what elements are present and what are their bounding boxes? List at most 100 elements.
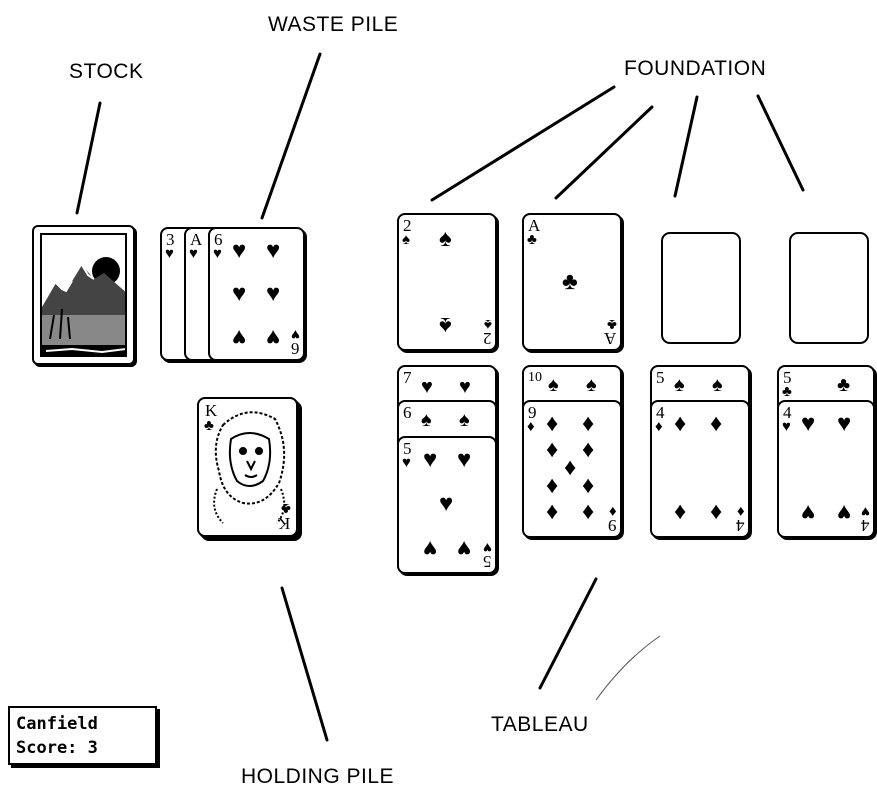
heart-icon: ♥ [213,245,222,262]
lion-icon [213,411,286,524]
diamond-icon: ♦ [674,410,687,437]
foundation-slot-1[interactable]: 2 ♠ ♠ ♠ 2 ♠ [397,213,497,351]
diamond-icon: ♦ [582,410,595,437]
foundation-slot-2[interactable]: A ♣ ♣ A ♣ [522,213,622,351]
diamond-icon: ♦ [582,472,595,499]
tableau-3-card-2[interactable]: 4 ♦ ♦ ♦ ♦ ♦ 4 ♦ [650,400,750,538]
heart-icon: ♥ [801,410,816,437]
heart-icon: ♥ [232,324,247,351]
foundation-label: FOUNDATION [624,57,767,80]
waste-top-card[interactable]: 6 ♥ ♥ ♥ ♥ ♥ ♥ ♥ 6 ♥ [208,227,305,361]
foundation-slot-3[interactable] [661,232,741,344]
holding-pile[interactable]: K ♣ K ♣ [197,397,298,537]
heart-icon: ♥ [423,535,438,562]
spade-icon: ♠ [484,316,492,333]
heart-icon: ♥ [165,245,174,262]
diamond-icon: ♦ [546,436,559,463]
tableau-2-card-2-rank: 9 [528,403,537,422]
heart-icon: ♥ [457,535,472,562]
mountain-landscape-icon [42,257,125,355]
diamond-icon: ♦ [527,418,535,435]
holding-leader-line [280,586,329,742]
waste-leader-line [260,52,322,220]
foundation-leader-line-2 [554,105,654,200]
club-icon: ♣ [281,500,291,517]
spade-icon: ♠ [674,374,685,396]
tableau-label: TABLEAU [491,713,589,736]
spade-icon: ♠ [712,374,723,396]
stock-leader-line [75,101,102,215]
club-icon: ♣ [782,383,792,400]
diamond-icon: ♦ [737,503,745,520]
club-icon: ♣ [204,417,214,434]
foundation-leader-line-4 [756,94,805,192]
spade-icon: ♠ [548,374,559,396]
heart-icon: ♥ [782,418,791,435]
diamond-icon: ♦ [582,436,595,463]
waste-top-rank: 6 [214,230,223,249]
heart-icon: ♥ [266,280,281,307]
foundation-leader-line-3 [673,95,699,198]
tableau-4-card-2-rank: 4 [783,403,792,422]
tableau-3-card-1-rank: 5 [656,368,665,387]
heart-icon: ♥ [189,245,198,262]
stock-label: STOCK [69,60,144,83]
foundation-leader-line-1 [430,85,616,202]
diamond-icon: ♦ [609,503,617,520]
heart-icon: ♥ [483,539,492,556]
diamond-icon: ♦ [674,498,687,525]
club-icon: ♣ [607,316,617,333]
tableau-2-card-1-rank: 10 [528,370,542,385]
heart-icon: ♥ [232,237,247,264]
heart-icon: ♥ [837,499,852,526]
tableau-4-card-2[interactable]: 4 ♥ ♥ ♥ ♥ ♥ 4 ♥ [777,400,875,538]
diamond-icon: ♦ [546,410,559,437]
tableau-1-card-1-rank: 7 [403,368,412,387]
tableau-1-card-3[interactable]: 5 ♥ ♥ ♥ ♥ ♥ ♥ 5 ♥ [397,436,497,574]
heart-icon: ♥ [266,324,281,351]
game-title: Canfield [16,714,98,734]
stock-pile[interactable] [32,225,135,365]
spade-icon: ♠ [459,409,470,431]
heart-icon: ♥ [861,503,870,520]
spade-icon: ♠ [421,409,432,431]
club-icon: ♣ [527,231,537,248]
heart-icon: ♥ [402,454,411,471]
spade-icon: ♠ [439,312,452,339]
diamond-icon: ♦ [546,472,559,499]
tableau-3-card-2-rank: 4 [656,403,665,422]
heart-icon: ♥ [801,499,816,526]
tableau-2-card-2[interactable]: 9 ♦ ♦ ♦ ♦ ♦ ♦ ♦ ♦ ♦ ♦ 9 ♦ [522,400,622,538]
tableau-leader-line [538,577,598,690]
score-readout: Score: 3 [16,738,98,758]
club-icon: ♣ [562,268,578,295]
foundation-2-rank: A [528,216,541,235]
heart-icon: ♥ [421,376,433,398]
foundation-1-rank: 2 [403,216,412,235]
status-panel: Canfield Score: 3 [8,706,157,765]
tableau-4-card-1-rank: 5 [783,368,792,387]
heart-icon: ♥ [837,410,852,437]
spade-icon: ♠ [439,225,452,252]
diamond-icon: ♦ [655,418,663,435]
heart-icon: ♥ [457,446,472,473]
stray-pencil-mark [595,635,661,701]
waste-card-under-2-rank: A [190,230,203,249]
diamond-icon: ♦ [582,498,595,525]
tableau-1-card-3-rank: 5 [403,439,412,458]
diamond-icon: ♦ [710,410,723,437]
heart-icon: ♥ [266,237,281,264]
holding-rank: K [205,401,218,420]
spade-icon: ♠ [402,231,410,248]
diamond-icon: ♦ [564,454,577,481]
diamond-icon: ♦ [546,498,559,525]
stock-card-back [40,233,127,357]
heart-icon: ♥ [232,280,247,307]
club-icon: ♣ [837,374,851,396]
diamond-icon: ♦ [710,498,723,525]
foundation-slot-4[interactable] [789,232,869,344]
waste-card-under-1-rank: 3 [166,230,175,249]
holding-pile-label: HOLDING PILE [241,765,395,788]
heart-icon: ♥ [459,376,471,398]
